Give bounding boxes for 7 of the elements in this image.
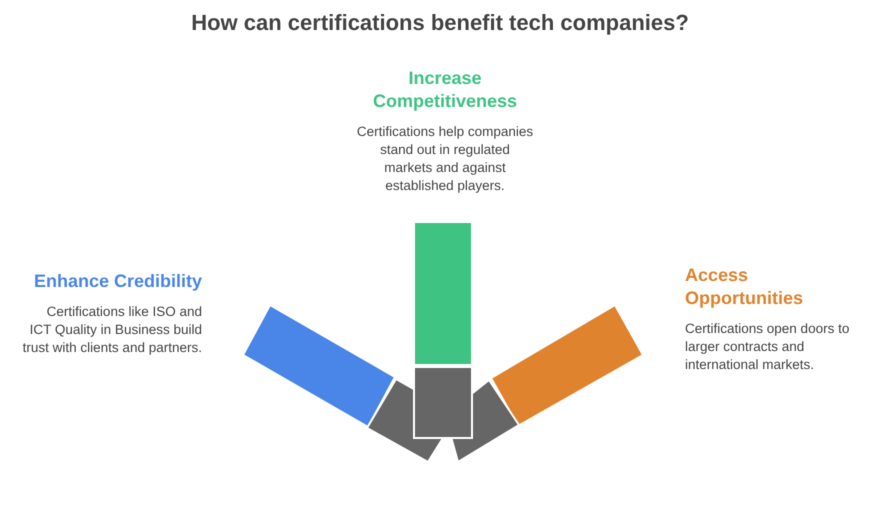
description-text: Certifications help companies stand out in regulated markets and against established players. [356, 123, 534, 195]
heading: Access Opportunities [685, 264, 804, 310]
description-text: Certifications like ISO and ICT Quality in Business build trust with clients and partners. [22, 303, 202, 357]
heading: Enhance Credibility [32, 270, 202, 293]
description-text: Certifications open doors to larger contracts and international markets. [685, 320, 850, 374]
diagram-title: How can certifications benefit tech companies? [190, 10, 690, 36]
heading: Increase Competitiveness [372, 67, 518, 113]
